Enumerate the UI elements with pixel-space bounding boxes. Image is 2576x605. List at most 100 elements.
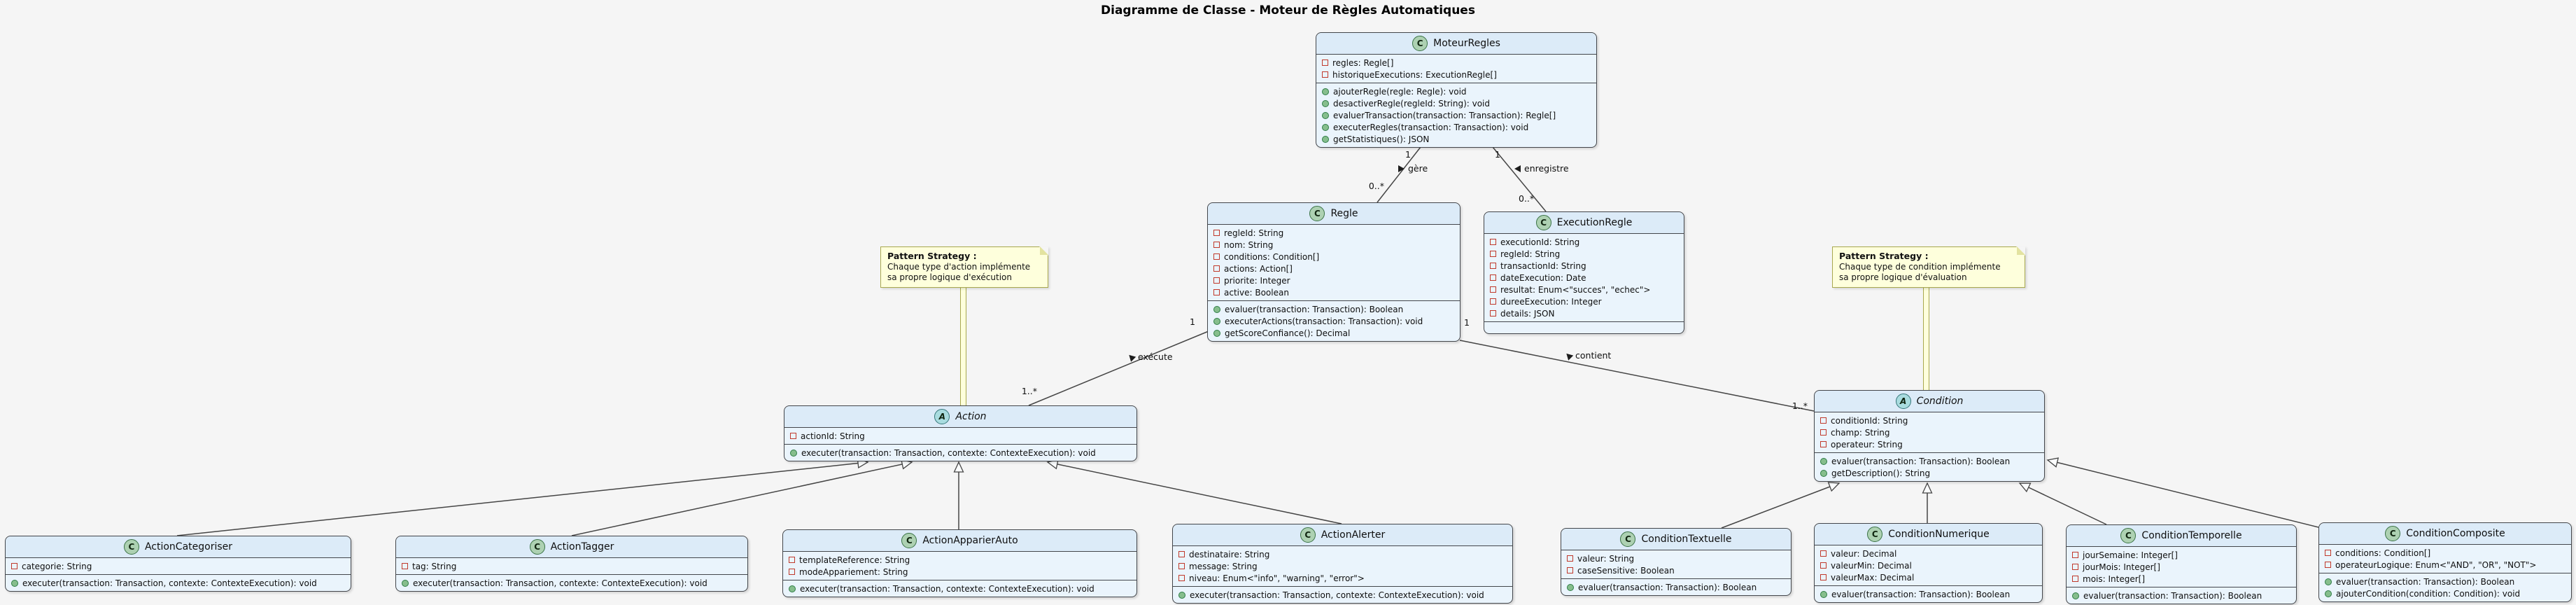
private-attribute-icon (1213, 242, 1220, 248)
private-attribute-icon (1820, 441, 1827, 447)
member-text: nom: String (1224, 239, 1274, 250)
member-row: mois: Integer[] (2072, 573, 2290, 585)
member-row: resultat: Enum<"succes", "echec"> (1490, 284, 1678, 295)
member-row: evaluer(transaction: Transaction): Boole… (1820, 588, 2036, 600)
multiplicity: 1 (1190, 317, 1195, 327)
member-text: historiqueExecutions: ExecutionRegle[] (1332, 69, 1497, 80)
member-row: niveau: Enum<"info", "warning", "error"> (1178, 572, 1507, 584)
member-text: evaluer(transaction: Transaction): Boole… (1225, 304, 1404, 314)
member-row: jourMois: Integer[] (2072, 561, 2290, 573)
class-header: A Condition (1815, 391, 2044, 412)
private-attribute-icon (1490, 251, 1496, 257)
member-row: ajouterRegle(regle: Regle): void (1322, 85, 1591, 97)
member-text: dateExecution: Date (1500, 272, 1586, 283)
public-method-icon (1213, 329, 1220, 337)
private-attribute-icon (789, 569, 795, 575)
public-method-icon (1213, 305, 1220, 313)
association-label-text: gère (1408, 163, 1428, 174)
association-label-execute: exécute (1126, 352, 1173, 362)
member-text: ajouterCondition(condition: Condition): … (2336, 588, 2521, 599)
member-text: conditionId: String (1831, 415, 1908, 426)
public-method-icon (2325, 590, 2332, 597)
class-name: ActionApparierAuto (922, 535, 1018, 546)
private-attribute-icon (2072, 552, 2078, 558)
attributes-section: regles: Regle[]historiqueExecutions: Exe… (1316, 55, 1596, 83)
class-badge-icon: C (2120, 528, 2137, 543)
class-name: ConditionComposite (2406, 528, 2505, 539)
member-row: priorite: Integer (1213, 274, 1454, 286)
member-text: resultat: Enum<"succes", "echec"> (1500, 284, 1651, 295)
multiplicity: 1 (1464, 317, 1470, 328)
member-text: tag: String (412, 561, 457, 571)
member-row: evaluer(transaction: Transaction): Boole… (2325, 576, 2566, 587)
multiplicity: 1 (1495, 149, 1500, 160)
member-text: regleId: String (1500, 249, 1561, 259)
member-text: getStatistiques(): JSON (1333, 134, 1430, 144)
class-header: C Regle (1208, 203, 1460, 225)
member-text: operateurLogique: Enum<"AND", "OR", "NOT… (2335, 559, 2537, 570)
member-row: regles: Regle[] (1322, 57, 1591, 69)
diagram-title: Diagramme de Classe - Moteur de Règles A… (1101, 4, 1475, 18)
member-row: executionId: String (1490, 236, 1678, 248)
private-attribute-icon (1178, 575, 1185, 581)
class-action-abstract: A Action actionId: String executer(trans… (784, 405, 1137, 461)
member-text: modeAppariement: String (799, 566, 908, 577)
member-text: valeurMin: Decimal (1831, 560, 1912, 571)
member-text: niveau: Enum<"info", "warning", "error"> (1189, 573, 1365, 583)
class-moteur-regles: C MoteurRegles regles: Regle[]historique… (1316, 32, 1597, 148)
class-condition-temporelle: C ConditionTemporelle jourSemaine: Integ… (2066, 524, 2297, 604)
inherit-actionalerter-line (1046, 459, 1342, 524)
member-row: getStatistiques(): JSON (1322, 133, 1591, 145)
member-text: executer(transaction: Transaction, conte… (800, 583, 1095, 594)
note-title: Pattern Strategy : (1839, 251, 1929, 261)
private-attribute-icon (1820, 417, 1827, 424)
private-attribute-icon (1820, 562, 1827, 569)
multiplicity: 0..* (1519, 193, 1535, 204)
private-attribute-icon (1322, 71, 1328, 78)
member-text: templateReference: String (799, 555, 910, 565)
member-row: dureeExecution: Integer (1490, 295, 1678, 307)
private-attribute-icon (1490, 263, 1496, 269)
member-text: regleId: String (1224, 228, 1284, 238)
member-row: executer(transaction: Transaction, conte… (11, 577, 345, 589)
member-row: regleId: String (1490, 248, 1678, 260)
class-name: ActionAlerter (1321, 529, 1386, 541)
member-text: message: String (1189, 561, 1258, 571)
member-row: champ: String (1820, 426, 2039, 438)
multiplicity: 1 (1405, 149, 1411, 160)
association-label-contient: contient (1563, 350, 1611, 361)
methods-section: evaluer(transaction: Transaction): Boole… (1815, 452, 2044, 481)
private-attribute-icon (789, 557, 795, 563)
public-method-icon (1322, 123, 1329, 131)
member-row: executerRegles(transaction: Transaction)… (1322, 121, 1591, 133)
class-action-tagger: C ActionTagger tag: String executer(tran… (395, 536, 748, 592)
member-text: evaluer(transaction: Transaction): Boole… (1831, 589, 2011, 599)
member-row: details: JSON (1490, 307, 1678, 319)
class-header: C ActionCategoriser (6, 536, 351, 558)
multiplicity: 0..* (1368, 181, 1384, 191)
member-row: valeur: Decimal (1820, 548, 2036, 559)
attributes-section: categorie: String (6, 558, 351, 574)
private-attribute-icon (2072, 564, 2078, 570)
public-method-icon (2072, 592, 2079, 599)
methods-section: evaluer(transaction: Transaction): Boole… (2319, 573, 2571, 601)
private-attribute-icon (1178, 551, 1185, 557)
public-method-icon (1322, 111, 1329, 119)
member-row: categorie: String (11, 560, 345, 572)
private-attribute-icon (1490, 298, 1496, 305)
abstract-badge-icon: A (1895, 394, 1911, 409)
private-attribute-icon (1213, 277, 1220, 284)
member-text: dureeExecution: Integer (1500, 296, 1602, 307)
class-name: Regle (1330, 208, 1358, 219)
methods-section: evaluer(transaction: Transaction): Boole… (1561, 578, 1791, 595)
association-lines (1028, 146, 1815, 412)
member-row: actionId: String (790, 430, 1131, 442)
attributes-section: tag: String (396, 558, 747, 574)
note-line: sa propre logique d'évaluation (1839, 272, 1967, 282)
class-badge-icon: C (529, 539, 545, 555)
public-method-icon (1567, 583, 1574, 591)
abstract-badge-icon: A (934, 409, 950, 424)
